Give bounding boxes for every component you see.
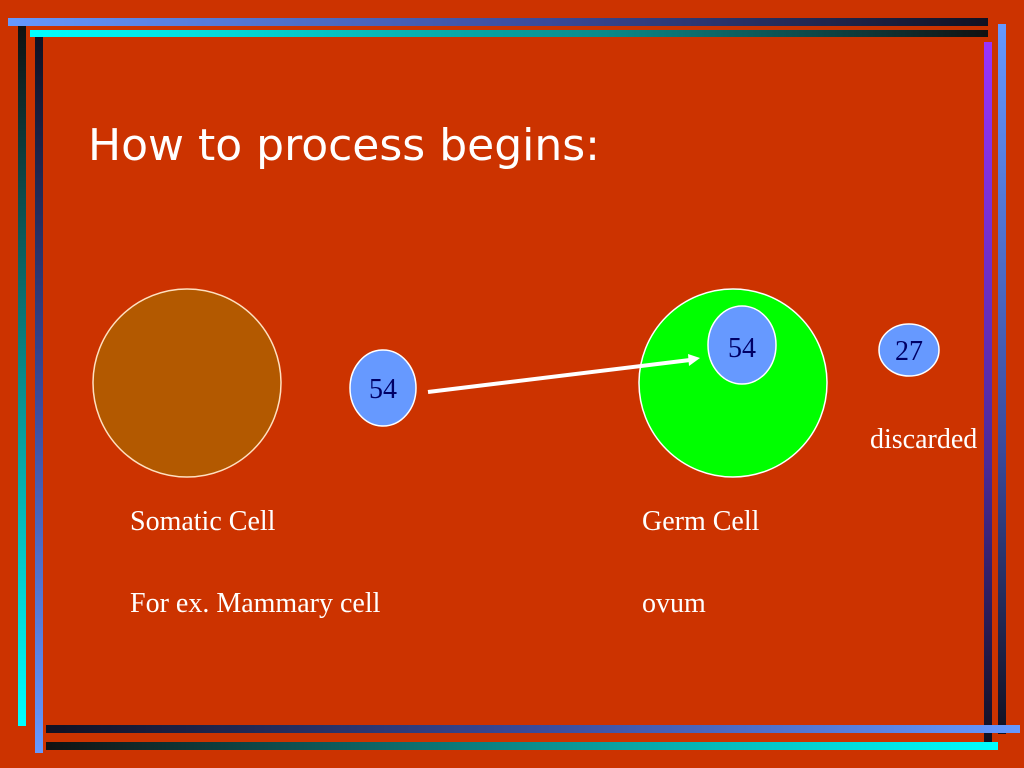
nucleus-transferred bbox=[349, 349, 417, 427]
somatic-cell-example: For ex. Mammary cell bbox=[130, 588, 381, 619]
discarded-label: discarded bbox=[870, 424, 978, 455]
germ-cell-example: ovum bbox=[642, 588, 706, 619]
somatic-cell bbox=[92, 288, 282, 478]
frame-bar-right-inner bbox=[984, 42, 992, 742]
frame-bar-bottom-outer bbox=[46, 742, 998, 750]
somatic-cell-label: Somatic Cell bbox=[130, 506, 276, 537]
germ-nucleus-label: 54 bbox=[728, 333, 756, 364]
frame-bar-top-outer bbox=[8, 18, 988, 26]
frame-bar-right-outer bbox=[998, 24, 1006, 734]
transfer-arrow bbox=[427, 354, 700, 394]
frame-bar-left-outer bbox=[18, 26, 26, 726]
slide-title: How to process begins: bbox=[88, 120, 600, 171]
germ-nucleus bbox=[707, 305, 777, 385]
germ-cell-label: Germ Cell bbox=[642, 506, 760, 537]
frame-bar-bottom-inner bbox=[46, 725, 1020, 733]
discarded-nucleus bbox=[878, 323, 940, 377]
frame-bar-left-inner bbox=[35, 37, 43, 753]
nucleus-transferred-label: 54 bbox=[369, 374, 397, 405]
discarded-nucleus-label: 27 bbox=[895, 336, 923, 367]
frame-bar-top-inner bbox=[30, 30, 988, 37]
